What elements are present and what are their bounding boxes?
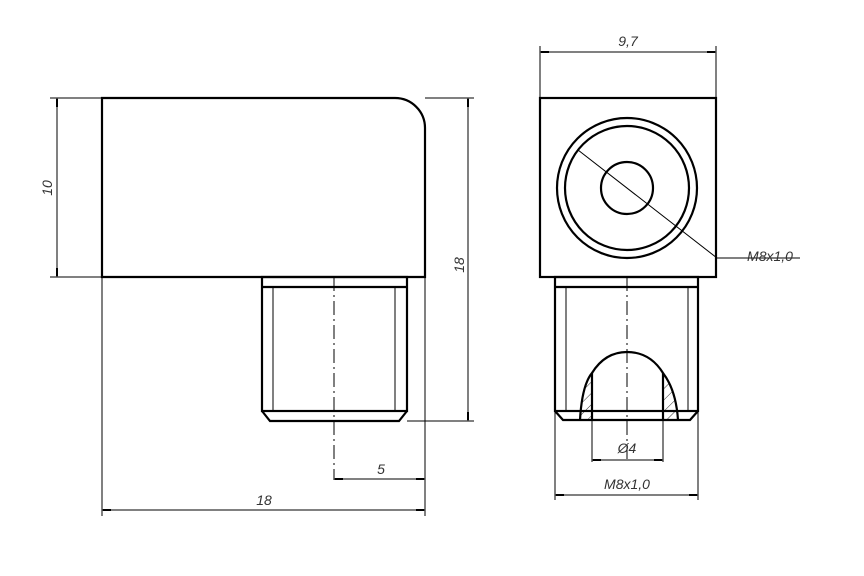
- dim-height-total: 18: [451, 257, 467, 273]
- dim-offset: 5: [377, 461, 385, 477]
- dim-width-total: 18: [256, 492, 272, 508]
- bore-circle: [599, 160, 655, 216]
- dim-bore-diameter: Ø4: [617, 440, 637, 456]
- dim-width: 9,7: [618, 33, 639, 49]
- thread-callout: M8x1,0: [747, 248, 793, 264]
- thread-outer-circle: [555, 116, 699, 260]
- body-outline: [100, 96, 427, 279]
- front-view: 10 18 5 18: [39, 96, 474, 516]
- dim-height-body: 10: [39, 180, 55, 196]
- dim-thread-bottom: M8x1,0: [604, 476, 650, 492]
- side-view: M8x1,0 9,7 Ø4 M8x1,0: [538, 33, 800, 500]
